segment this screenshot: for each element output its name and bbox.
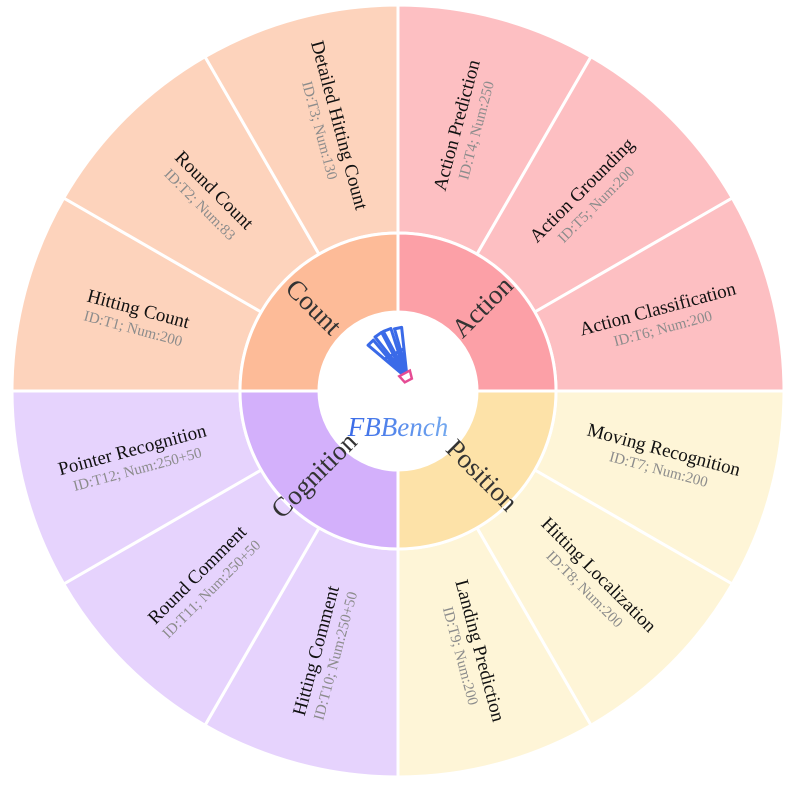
task-ring xyxy=(10,3,786,779)
brand-name: FBBench xyxy=(347,412,448,442)
category-ring xyxy=(238,231,558,551)
shuttlecock-icon xyxy=(366,325,414,384)
center-hub xyxy=(319,312,477,470)
